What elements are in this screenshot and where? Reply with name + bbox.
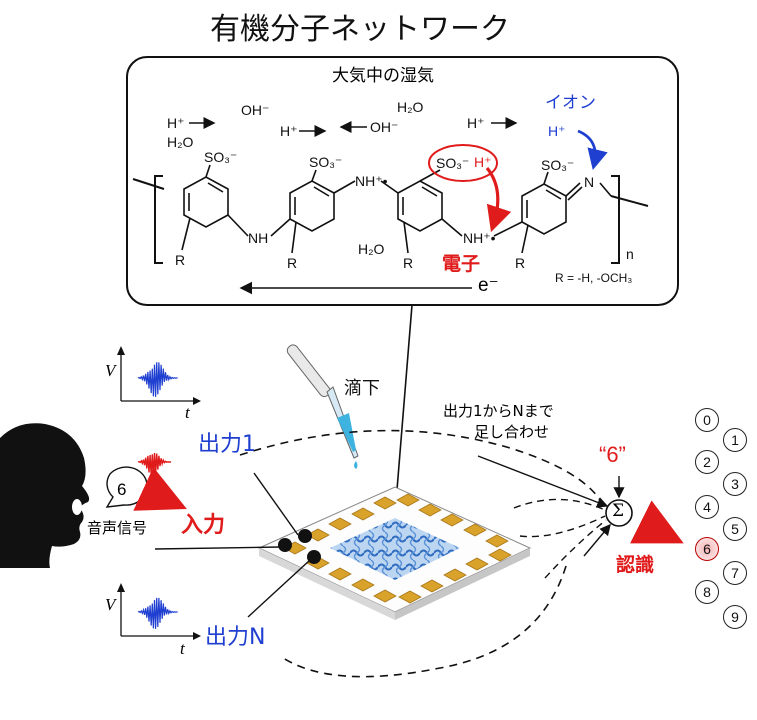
nh-group-1: NH (248, 230, 269, 246)
n-group: N (584, 174, 595, 190)
molecular-network-film (330, 518, 460, 580)
output1-label: 出力1 (198, 432, 256, 457)
axis-t-top: t (185, 403, 190, 422)
digit-8: 8 (695, 580, 719, 604)
so3-proton: H⁺ (474, 154, 492, 170)
reaction-arrows (189, 117, 518, 137)
electrode-pad (351, 578, 375, 592)
outputN-label: 出力N (205, 625, 266, 650)
species-h-plus-ion: H⁺ (548, 123, 566, 139)
electrode-pad (351, 507, 375, 521)
reservoir-chip (257, 486, 532, 620)
axis-v-bottom: V (105, 595, 116, 614)
species-h-plus-3: H⁺ (467, 115, 485, 131)
electron-label: 電子 (442, 253, 481, 275)
electrode-pad (328, 567, 352, 581)
axis-v-top: V (105, 361, 116, 380)
electron-symbol: e⁻ (478, 275, 499, 296)
digit-4: 4 (695, 495, 719, 519)
pipette-icon (286, 344, 359, 469)
digit-9: 9 (723, 605, 747, 629)
recognition-arrow (630, 500, 684, 544)
nh-radical-2: NH⁺• (463, 230, 496, 246)
species-h-plus-2: H⁺ (280, 123, 298, 139)
sum-note-line1: 出力1からNまで (443, 402, 554, 420)
r-group-2: R (287, 255, 298, 271)
proton-donor-circle (428, 144, 498, 182)
digit-2: 2 (695, 450, 719, 474)
so3-group-4: SO₃⁻ (541, 157, 575, 173)
speech-bubble-text: 6 (117, 480, 127, 499)
quoted-digit: “6” (599, 442, 626, 467)
chemistry-box (126, 56, 679, 306)
electrode-pad (373, 589, 397, 603)
species-h2o-1: H₂O (167, 134, 194, 150)
output1-signal-plot (117, 346, 201, 405)
electrode-pad (443, 568, 467, 582)
electrode-pad (306, 528, 330, 542)
species-oh-2: OH⁻ (370, 119, 399, 135)
ion-label: イオン (545, 93, 596, 113)
species-h2o-2: H₂O (397, 99, 424, 115)
electrode-pad (463, 523, 487, 537)
electrode-pad (418, 503, 442, 517)
electrode-pad (420, 579, 444, 593)
digit-0: 0 (695, 408, 719, 432)
electrode-pads (283, 493, 512, 604)
electrode-pad (398, 590, 422, 604)
voice-waveform-red (137, 452, 172, 476)
digit-3: 3 (723, 472, 747, 496)
species-oh-1: OH⁻ (241, 102, 270, 118)
r-group-1: R (175, 252, 186, 268)
input-label: 入力 (181, 513, 226, 538)
r-group-definition: R = -H, -OCH₃ (555, 271, 633, 285)
outputN-signal-plot (117, 583, 201, 640)
diagram-title: 有機分子ネットワーク (210, 12, 510, 47)
electrode-pad (488, 548, 512, 562)
sum-note-line2: 足し合わせ (474, 423, 550, 441)
proton-transfer-arrow (485, 166, 512, 233)
so3-group-2: SO₃⁻ (309, 154, 343, 170)
electrode-pad (328, 517, 352, 531)
benzene-rings (181, 164, 612, 254)
digit-6: 6 (695, 537, 719, 561)
so3-group-3: SO₃⁻ (436, 155, 470, 171)
electrode-pad (373, 496, 397, 510)
box-heading: 大気中の湿気 (332, 66, 434, 86)
digit-7: 7 (723, 561, 747, 585)
input-arrow (133, 467, 187, 511)
electrode-pad (440, 513, 464, 527)
speech-bubble (105, 466, 148, 508)
speaker-head-icon (0, 423, 90, 568)
digit-1: 1 (723, 428, 747, 452)
nh-radical-1: NH⁺• (355, 173, 388, 189)
digit-5: 5 (723, 517, 747, 541)
output-arrows-dashed (513, 498, 607, 579)
recognition-label: 認識 (616, 554, 655, 576)
polymer-brackets (132, 175, 649, 264)
repeat-subscript: n (626, 246, 634, 262)
electrode-pad (485, 534, 509, 548)
so3-group-1: SO₃⁻ (204, 149, 238, 165)
species-h2o-3: H₂O (358, 241, 385, 257)
sigma-symbol: Σ (612, 501, 625, 521)
electrode-pad (396, 493, 420, 507)
r-group-4: R (515, 255, 526, 271)
drop-label: 滴下 (344, 378, 380, 399)
axis-t-bottom: t (180, 639, 185, 658)
r-group-3: R (403, 255, 414, 271)
voice-signal-label: 音声信号 (87, 519, 148, 537)
species-h-plus-1: H⁺ (167, 115, 185, 131)
summation-dashed-loop (239, 429, 601, 678)
ion-arrow (577, 129, 608, 171)
electrode-pad (465, 557, 489, 571)
